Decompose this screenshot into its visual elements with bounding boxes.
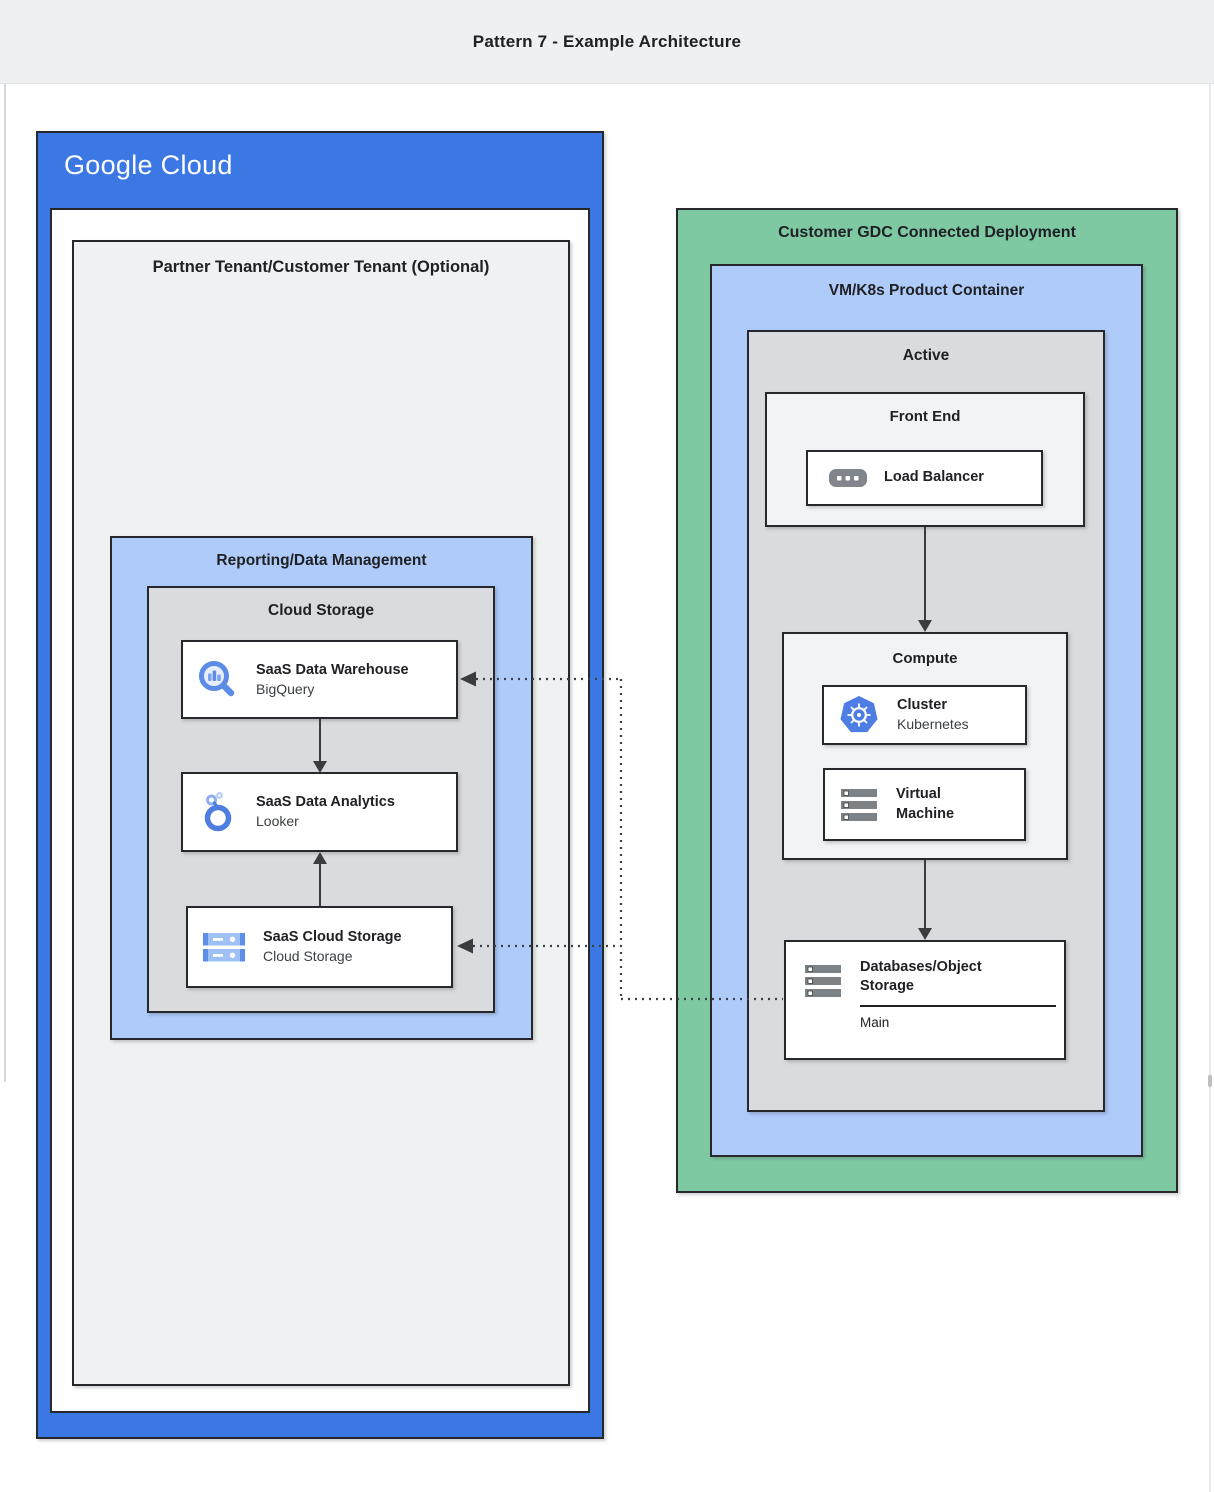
virtual-machine-card: Virtual Machine [823,768,1026,841]
kubernetes-icon [837,694,881,736]
customer-gdc-title: Customer GDC Connected Deployment [778,224,1076,241]
card-subtitle: BigQuery [256,680,315,697]
load-balancer-icon [828,467,868,489]
diagram-header: Pattern 7 - Example Architecture [0,0,1214,84]
cluster-card: Cluster Kubernetes [822,685,1027,745]
partner-tenant-title: Partner Tenant/Customer Tenant (Optional… [152,258,490,276]
main-label: Main [860,1015,890,1031]
reporting-data-management-zone: Reporting/Data Management Cloud Storage [110,536,533,1040]
card-title: SaaS Data Analytics [256,794,395,811]
cloud-storage-zone-title: Cloud Storage [268,602,374,619]
front-end-zone: Front End Load Balancer [765,392,1085,527]
card-title: Cluster [897,697,947,714]
card-title: Load Balancer [884,469,984,486]
load-balancer-card: Load Balancer [806,450,1043,506]
card-subtitle: Kubernetes [897,716,969,733]
virtual-machine-icon [838,786,880,824]
saas-cloud-storage-card: SaaS Cloud Storage Cloud Storage [186,906,453,988]
compute-title: Compute [892,650,958,667]
scrollbar-track[interactable] [1209,84,1211,1492]
cloud-storage-icon [201,927,247,967]
looker-icon [196,790,240,834]
databases-object-storage-card: Databases/Object Storage Main [784,940,1066,1060]
card-title: Databases/Object Storage [860,959,982,995]
cloud-storage-zone: Cloud Storage [147,586,495,1013]
vm-k8s-product-container-zone: VM/K8s Product Container Active Front En… [710,264,1143,1157]
compute-zone: Compute [782,632,1068,860]
saas-data-warehouse-card: SaaS Data Warehouse BigQuery [181,640,458,719]
card-title: SaaS Data Warehouse [256,661,409,678]
card-title: Virtual Machine [896,786,955,822]
active-zone: Active Front End Load Ba [747,330,1105,1112]
canvas-left-edge [4,84,6,1082]
reporting-title: Reporting/Data Management [216,552,427,569]
vm-k8s-title: VM/K8s Product Container [828,282,1025,299]
active-title: Active [902,347,950,364]
card-subtitle: Looker [256,813,299,830]
bigquery-icon [196,658,240,702]
google-cloud-logo: Google Cloud [64,150,233,180]
front-end-title: Front End [889,408,961,425]
google-cloud-inner-panel: Partner Tenant/Customer Tenant (Optional… [50,208,590,1413]
customer-gdc-zone: Customer GDC Connected Deployment VM/K8s… [676,208,1178,1193]
page-title: Pattern 7 - Example Architecture [472,31,742,51]
saas-data-analytics-card: SaaS Data Analytics Looker [181,772,458,852]
partner-tenant-zone: Partner Tenant/Customer Tenant (Optional… [72,240,570,1386]
card-divider [860,1005,1056,1008]
card-title: SaaS Cloud Storage [263,929,402,946]
object-storage-icon [802,962,844,1000]
google-cloud-container: Google Cloud Partner Tenant/Customer Ten… [36,131,604,1439]
scrollbar-thumb[interactable] [1208,1075,1212,1087]
card-subtitle: Cloud Storage [263,948,353,965]
